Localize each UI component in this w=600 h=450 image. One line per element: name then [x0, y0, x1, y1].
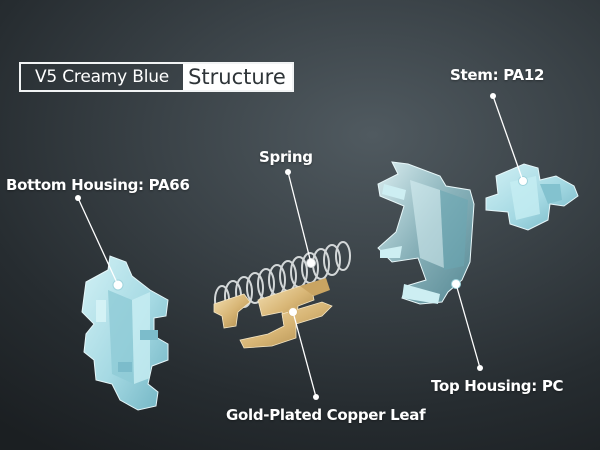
bottom-housing-label: Bottom Housing: PA66	[6, 176, 190, 194]
stem-leader	[492, 95, 524, 182]
spring-label: Spring	[259, 148, 313, 166]
bottom-housing-leader	[77, 197, 119, 286]
spring-leader	[287, 171, 312, 264]
leaf-leader	[292, 311, 317, 398]
top-housing-leader	[455, 283, 481, 369]
top-housing-label: Top Housing: PC	[431, 377, 564, 395]
gold-leaf-part	[213, 278, 333, 349]
stem-part	[485, 163, 579, 231]
leaf-label: Gold-Plated Copper Leaf	[226, 406, 426, 424]
product-name: V5 Creamy Blue	[35, 67, 170, 87]
leader-dots	[75, 93, 496, 400]
diagram-title: V5 Creamy Blue Structure	[19, 62, 294, 92]
bottom-housing-part	[81, 255, 169, 411]
stem-label: Stem: PA12	[450, 66, 545, 84]
leader-lines	[77, 95, 524, 398]
top-housing-part	[377, 161, 475, 305]
section-name: Structure	[183, 64, 292, 90]
